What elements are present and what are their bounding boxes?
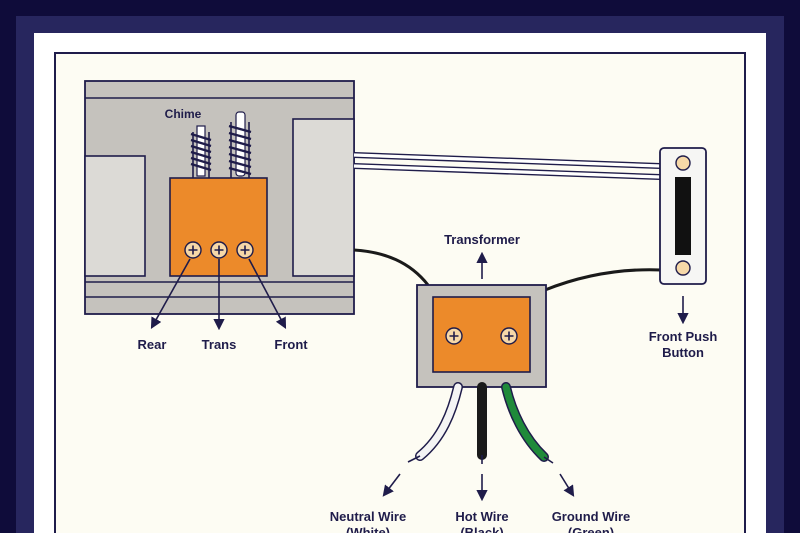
chime-left-panel	[84, 155, 146, 277]
neutral-wire-label-line2: (White)	[346, 525, 390, 533]
chime-to-transformer-wire	[353, 248, 430, 286]
chime-spring-right	[228, 111, 252, 178]
front-push-button-label-line1: Front Push	[649, 329, 718, 344]
trans-label: Trans	[202, 337, 237, 352]
chime-spring-left	[190, 125, 212, 178]
arrow-icon	[382, 473, 401, 497]
front-push-button-label-line2: Button	[662, 345, 704, 360]
transformer-label: Transformer	[444, 232, 520, 247]
plus-screw-icon	[500, 327, 518, 345]
hot-wire-label-line1: Hot Wire	[455, 509, 508, 524]
arrow-icon	[248, 258, 287, 329]
plus-screw-icon	[210, 241, 228, 259]
chime-right-panel	[292, 118, 355, 277]
plus-screw-icon	[184, 241, 202, 259]
rear-label: Rear	[138, 337, 167, 352]
front-label: Front	[274, 337, 308, 352]
neutral-wire-label-line1: Neutral Wire	[330, 509, 406, 524]
arrow-icon	[559, 473, 575, 497]
chime-label: Chime	[165, 107, 202, 121]
transformer	[416, 284, 547, 388]
ground-wire-label-line2: (Green)	[568, 525, 614, 533]
arrow-icon	[150, 258, 191, 329]
plus-screw-icon	[236, 241, 254, 259]
front-push-button	[659, 147, 707, 285]
plus-screw-icon	[445, 327, 463, 345]
hot-wire-label-line2: (Black)	[460, 525, 503, 533]
ground-wire-label-line1: Ground Wire	[552, 509, 631, 524]
transformer-to-button-wire	[544, 268, 663, 292]
